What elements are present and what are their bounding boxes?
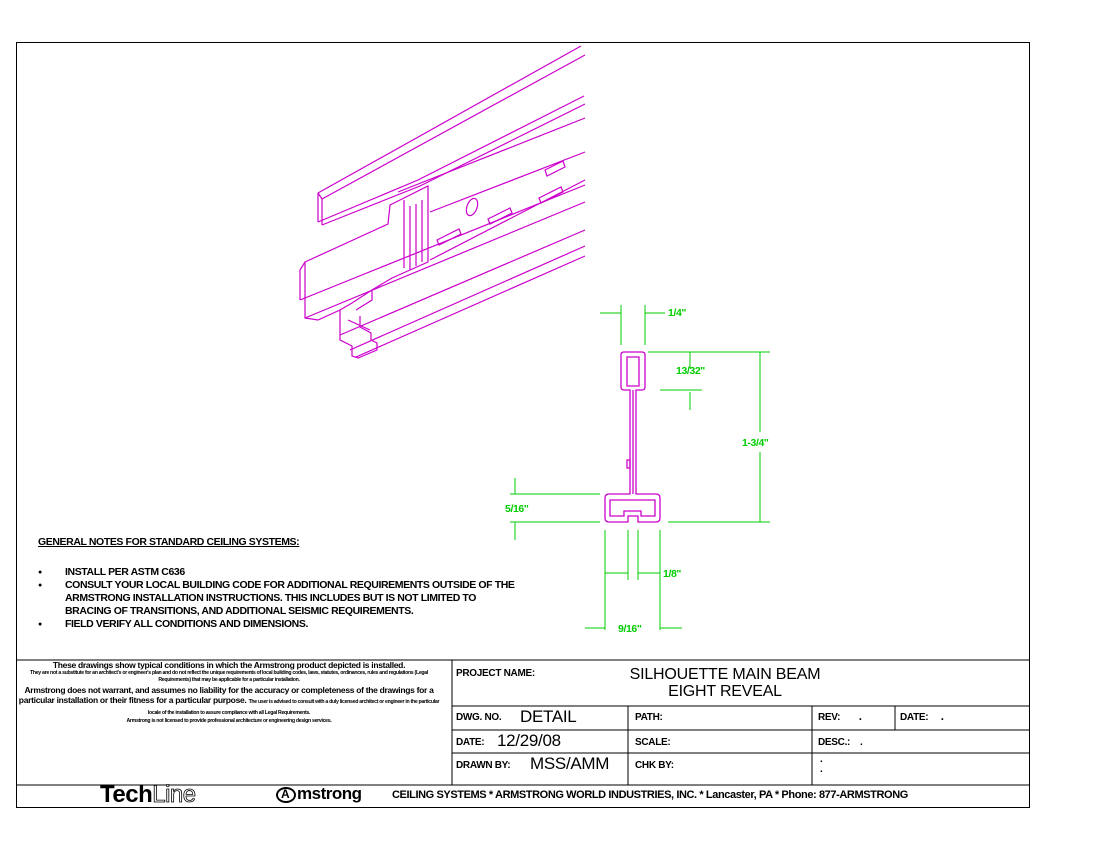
chk-by-label: CHK BY: bbox=[635, 760, 674, 771]
disclaimer-line: Armstrong is not licensed to provide pro… bbox=[126, 718, 332, 724]
desc-label: DESC.: bbox=[818, 737, 851, 748]
extra-dot: . bbox=[820, 754, 823, 765]
scale-label: SCALE: bbox=[635, 737, 671, 748]
drawn-by-value: MSS/AMM bbox=[530, 754, 610, 773]
desc-value: . bbox=[860, 737, 863, 748]
beam-cross-section bbox=[604, 351, 661, 523]
dwg-no-value: DETAIL bbox=[520, 707, 577, 726]
general-notes: GENERAL NOTES FOR STANDARD CEILING SYSTE… bbox=[38, 536, 518, 631]
company-info: CEILING SYSTEMS * ARMSTRONG WORLD INDUST… bbox=[392, 789, 908, 801]
dim-overall-height: 1-3/4" bbox=[742, 437, 769, 449]
note-item: INSTALL PER ASTM C636 bbox=[38, 566, 518, 579]
notes-title: GENERAL NOTES FOR STANDARD CEILING SYSTE… bbox=[38, 536, 300, 548]
title-block-lines bbox=[16, 659, 1030, 786]
dimension-lines bbox=[510, 305, 770, 630]
disclaimer-line: These drawings show typical conditions i… bbox=[52, 660, 406, 670]
project-name: SILHOUETTE MAIN BEAM EIGHT REVEAL bbox=[629, 666, 821, 700]
date-value: 12/29/08 bbox=[497, 731, 561, 750]
date2-label: DATE: bbox=[900, 712, 929, 723]
dim-bulb-height: 13/32" bbox=[676, 365, 705, 377]
rev-label: REV: bbox=[818, 712, 841, 723]
dim-bottom-height: 5/16" bbox=[505, 503, 529, 515]
path-label: PATH: bbox=[635, 712, 663, 723]
dim-top-flange-width: 1/4" bbox=[668, 307, 686, 319]
disclaimer-line: They are not a substitute for an archite… bbox=[29, 670, 429, 683]
disclaimer-line: Armstrong does not warrant, and assumes … bbox=[18, 685, 440, 716]
dim-flange-width: 9/16" bbox=[618, 623, 642, 635]
date2-value: . bbox=[940, 705, 945, 724]
armstrong-a-icon: A bbox=[276, 786, 296, 803]
note-item: FIELD VERIFY ALL CONDITIONS AND DIMENSIO… bbox=[38, 618, 518, 631]
beam-isometric-view bbox=[299, 45, 586, 359]
rev-value: . bbox=[858, 705, 863, 724]
disclaimer: These drawings show typical conditions i… bbox=[18, 660, 440, 725]
drawing-sheet-border bbox=[16, 42, 1030, 808]
techline-logo: TechLine bbox=[100, 781, 197, 809]
note-item: CONSULT YOUR LOCAL BUILDING CODE FOR ADD… bbox=[38, 579, 518, 618]
dim-reveal-width: 1/8" bbox=[663, 568, 681, 580]
extra-dot: . bbox=[820, 764, 823, 775]
drawn-by-label: DRAWN BY: bbox=[456, 760, 511, 771]
project-label: PROJECT NAME: bbox=[456, 668, 535, 679]
date-label: DATE: bbox=[456, 737, 485, 748]
dwg-no-label: DWG. NO. bbox=[456, 712, 502, 723]
